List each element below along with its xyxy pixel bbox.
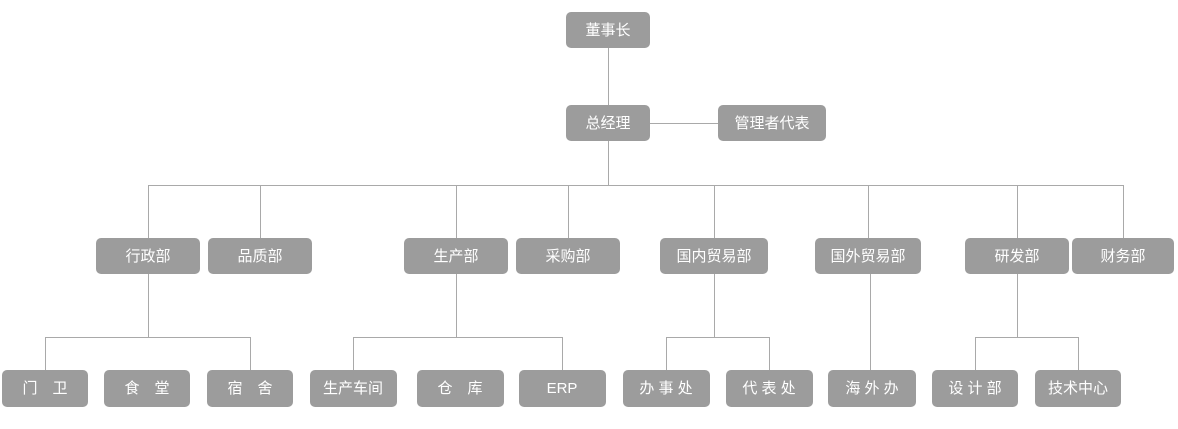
connector-line bbox=[148, 185, 1123, 186]
org-node-admin-dept[interactable]: 行政部 bbox=[96, 238, 200, 274]
org-node-production-dept[interactable]: 生产部 bbox=[404, 238, 508, 274]
org-node-production-workshop[interactable]: 生产车间 bbox=[309, 370, 397, 407]
org-node-overseas-office[interactable]: 海 外 办 bbox=[828, 370, 916, 407]
org-node-management-representative[interactable]: 管理者代表 bbox=[718, 105, 826, 141]
connector-line bbox=[1017, 185, 1018, 238]
org-node-foreign-trade-dept[interactable]: 国外贸易部 bbox=[815, 238, 921, 274]
connector-line bbox=[568, 185, 569, 238]
connector-line bbox=[456, 185, 457, 238]
org-node-warehouse[interactable]: 仓 库 bbox=[416, 370, 504, 407]
connector-line bbox=[1017, 274, 1018, 337]
org-node-chairman[interactable]: 董事长 bbox=[566, 12, 650, 48]
connector-line bbox=[1078, 337, 1079, 370]
org-node-domestic-trade-dept[interactable]: 国内贸易部 bbox=[660, 238, 768, 274]
connector-line bbox=[714, 185, 715, 238]
connector-line bbox=[870, 274, 871, 370]
connector-line bbox=[608, 48, 609, 105]
connector-line bbox=[353, 337, 562, 338]
connector-line bbox=[562, 337, 563, 370]
connector-line bbox=[45, 337, 250, 338]
connector-line bbox=[456, 274, 457, 337]
connector-line bbox=[608, 141, 609, 185]
connector-line bbox=[666, 337, 667, 370]
org-node-tech-center[interactable]: 技术中心 bbox=[1035, 370, 1121, 407]
connector-line bbox=[769, 337, 770, 370]
connector-line bbox=[714, 274, 715, 337]
org-node-canteen[interactable]: 食 堂 bbox=[104, 370, 190, 407]
org-node-finance-dept[interactable]: 财务部 bbox=[1072, 238, 1174, 274]
connector-line bbox=[868, 185, 869, 238]
org-node-office[interactable]: 办 事 处 bbox=[622, 370, 710, 407]
org-node-general-manager[interactable]: 总经理 bbox=[566, 105, 650, 141]
org-node-quality-dept[interactable]: 品质部 bbox=[208, 238, 312, 274]
connector-line bbox=[975, 337, 1078, 338]
connector-line bbox=[1123, 185, 1124, 238]
org-node-representative-office[interactable]: 代 表 处 bbox=[725, 370, 813, 407]
connector-line bbox=[250, 337, 251, 370]
connector-line bbox=[975, 337, 976, 370]
connector-line bbox=[148, 274, 149, 337]
org-node-dormitory[interactable]: 宿 舍 bbox=[207, 370, 293, 407]
org-node-rnd-dept[interactable]: 研发部 bbox=[965, 238, 1069, 274]
org-node-gate-guard[interactable]: 门 卫 bbox=[2, 370, 88, 407]
connector-line bbox=[148, 185, 149, 238]
org-node-erp[interactable]: ERP bbox=[518, 370, 606, 407]
connector-line bbox=[260, 185, 261, 238]
connector-line bbox=[353, 337, 354, 370]
connector-line bbox=[45, 337, 46, 370]
connector-line bbox=[650, 123, 718, 124]
connector-line bbox=[666, 337, 769, 338]
org-node-purchasing-dept[interactable]: 采购部 bbox=[516, 238, 620, 274]
org-node-design-dept[interactable]: 设 计 部 bbox=[932, 370, 1018, 407]
